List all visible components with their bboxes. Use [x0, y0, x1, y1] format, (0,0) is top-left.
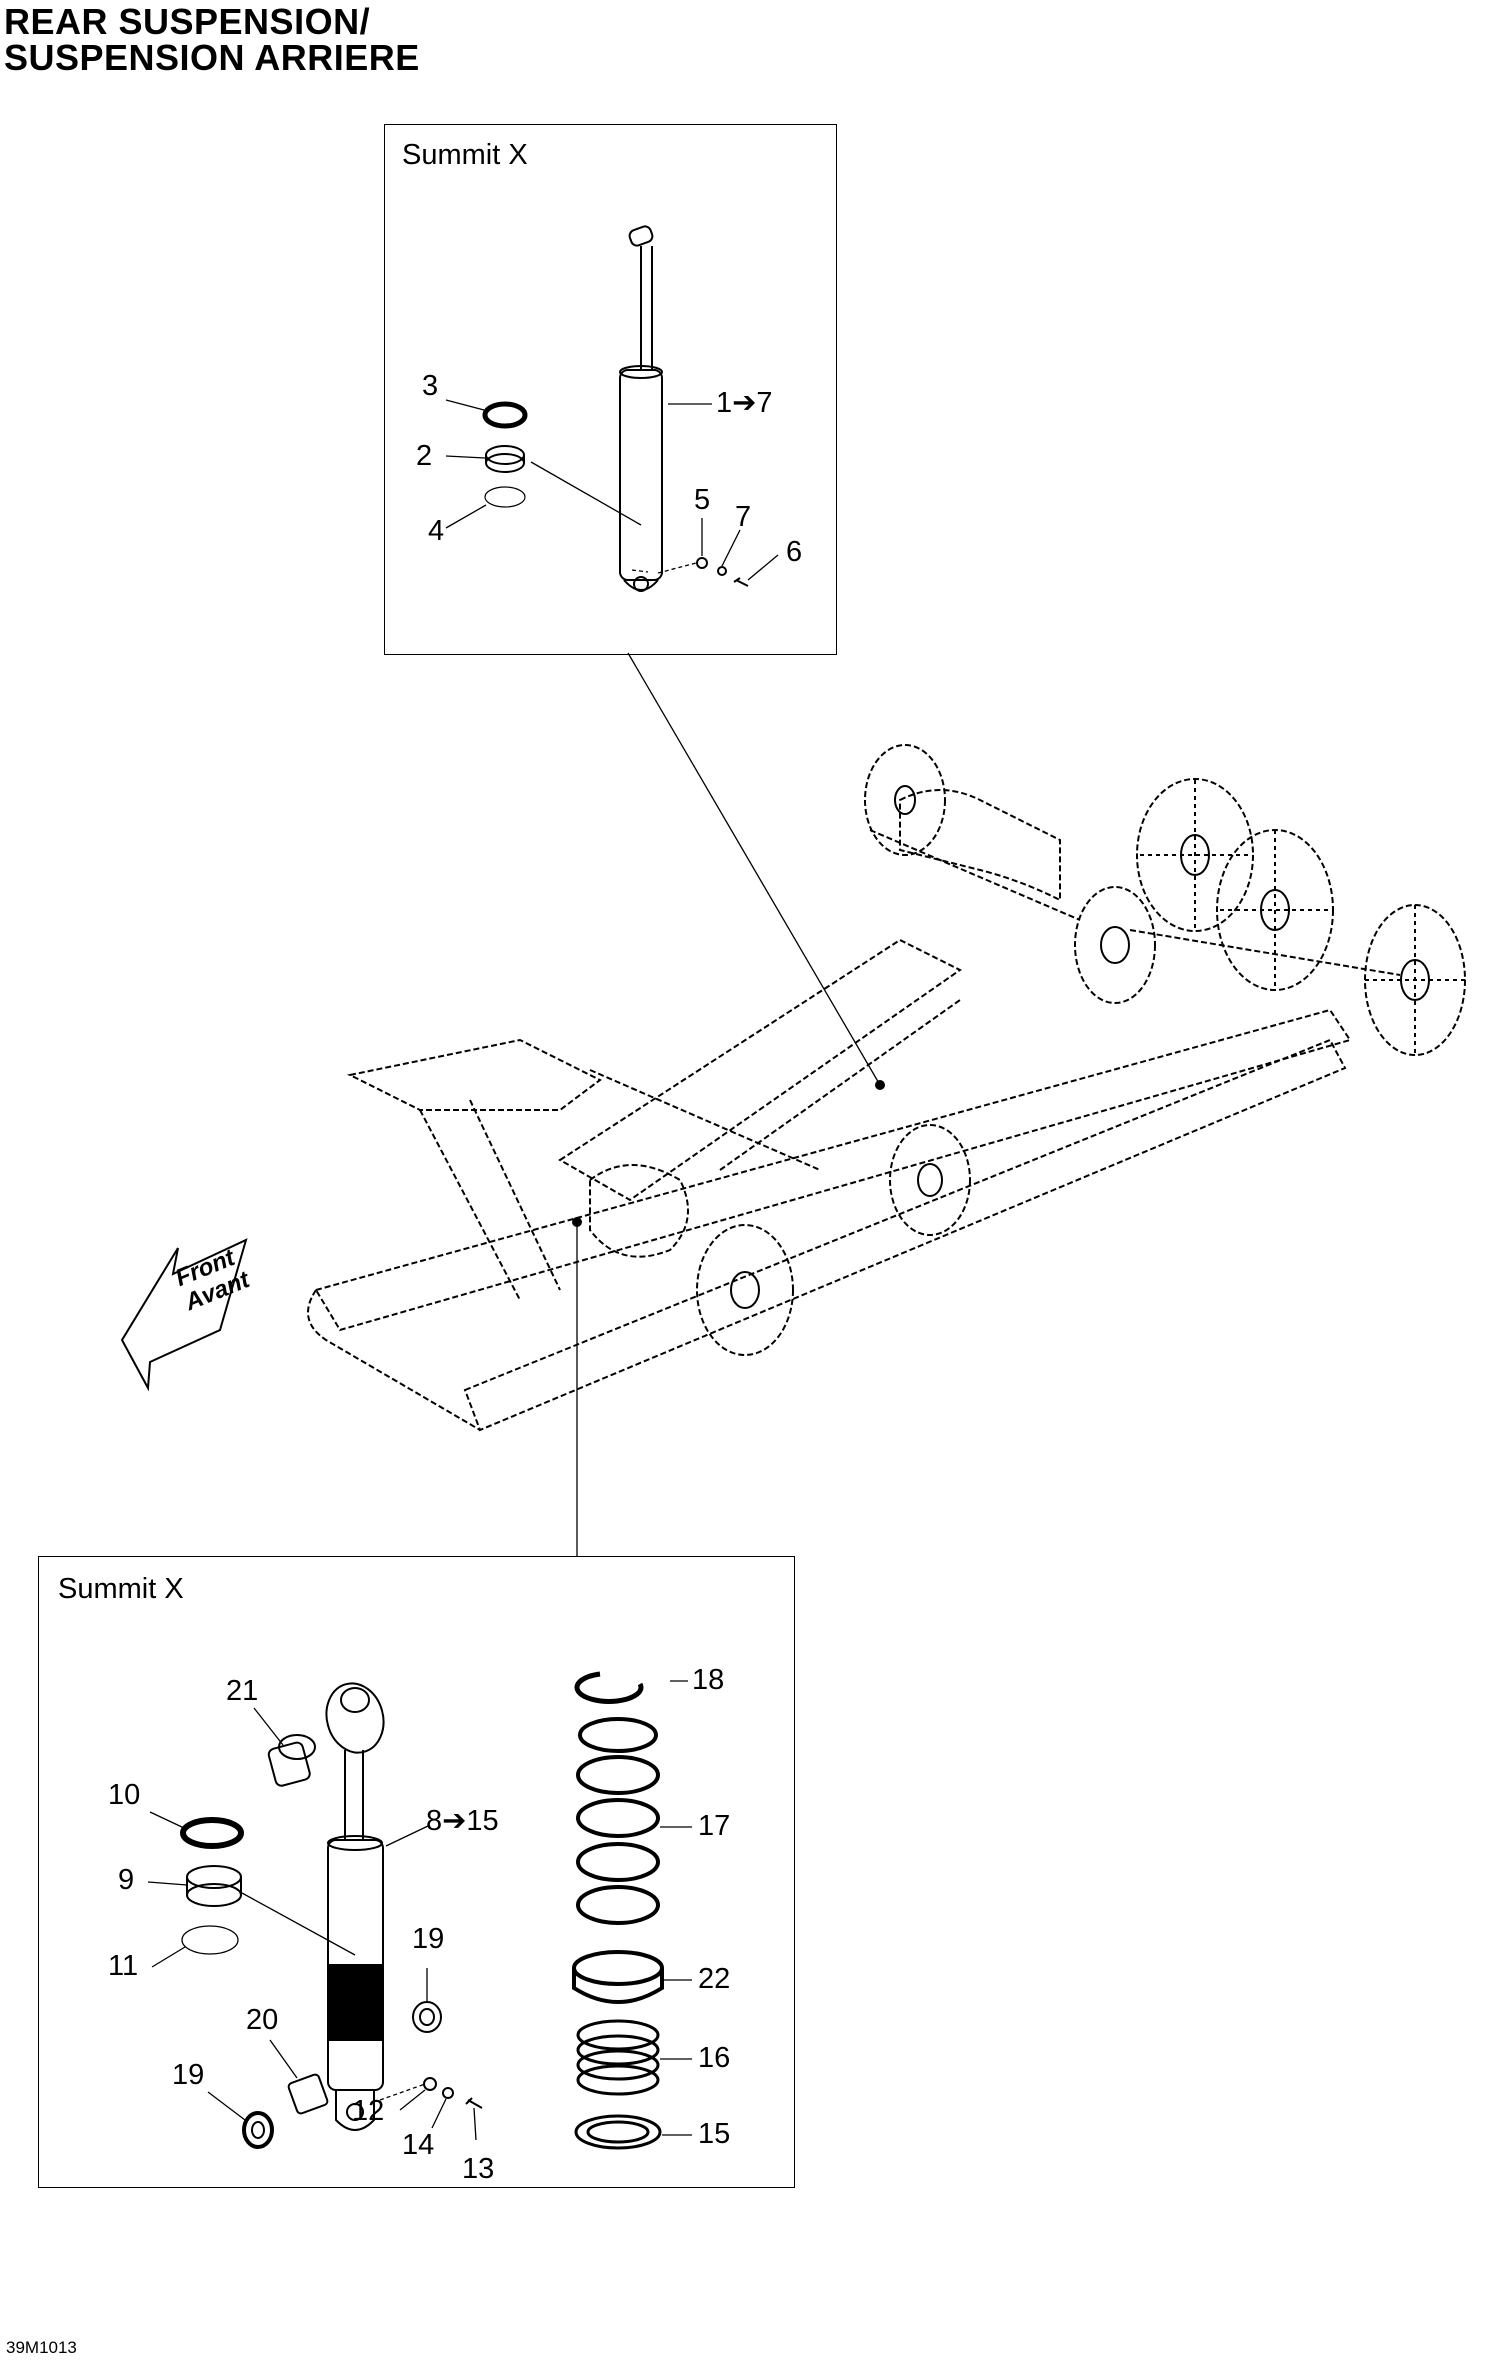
rear-wheel-1 — [864, 744, 946, 856]
upper-shock-absorber — [619, 225, 663, 592]
callout-4: 4 — [428, 515, 445, 547]
callout-5: 5 — [694, 484, 711, 516]
coil-spring-17 — [576, 1717, 660, 1925]
adjuster-ring-16 — [576, 2019, 660, 2096]
lower-spacer-20 — [287, 2073, 329, 2115]
lower-bushing-9 — [186, 1865, 242, 1907]
callout-13: 13 — [462, 2153, 495, 2185]
spring-retainer-22 — [572, 1950, 664, 2004]
upper-panel-label: Summit X — [402, 139, 528, 171]
idler-wheel-front — [696, 1224, 794, 1356]
lower-inset-panel — [38, 1556, 795, 2188]
callout-21: 21 — [226, 1675, 259, 1707]
front-direction-arrow — [120, 1238, 248, 1392]
callout-9: 9 — [118, 1864, 135, 1896]
lower-washer-14 — [442, 2087, 454, 2099]
upper-bushing-2 — [485, 445, 525, 473]
callout-6: 6 — [786, 536, 803, 568]
callout-7: 7 — [735, 501, 752, 533]
title-line-french: SUSPENSION ARRIERE — [4, 37, 420, 78]
rear-wheel-3 — [1136, 778, 1254, 932]
callout-22: 22 — [698, 1963, 731, 1995]
upper-inset-panel — [384, 124, 837, 655]
lower-bushing-19-upper — [412, 2001, 442, 2033]
diagram-code: 39M1013 — [6, 2338, 77, 2357]
rear-suspension-assembly — [307, 789, 1401, 1432]
callout-19-lower: 19 — [172, 2059, 205, 2091]
idler-wheel-middle — [889, 1124, 971, 1236]
callout-20: 20 — [246, 2004, 279, 2036]
rear-wheel-5 — [1364, 904, 1466, 1056]
lower-bolt-13 — [465, 2097, 483, 2109]
upper-nut-5 — [696, 557, 708, 569]
callout-14: 14 — [402, 2129, 435, 2161]
callout-8-15: 8➔15 — [426, 1805, 499, 1837]
lower-shock-absorber — [325, 1682, 385, 2131]
callout-10: 10 — [108, 1779, 141, 1811]
lower-bushing-21 — [267, 1734, 316, 1787]
callout-1-7: 1➔7 — [716, 387, 773, 419]
lower-o-ring-10 — [180, 1817, 244, 1849]
callout-15: 15 — [698, 2118, 731, 2150]
callout-19-upper: 19 — [412, 1923, 445, 1955]
lock-ring-15 — [574, 2114, 662, 2150]
rear-wheel-2 — [1074, 886, 1156, 1004]
rear-wheel-4 — [1216, 829, 1334, 991]
callout-3: 3 — [422, 370, 439, 402]
callout-12: 12 — [352, 2095, 385, 2127]
lower-bushing-19-lower — [242, 2111, 274, 2149]
diagram-title: REAR SUSPENSION/ SUSPENSION ARRIERE — [4, 4, 420, 76]
callout-18: 18 — [692, 1664, 725, 1696]
callout-17: 17 — [698, 1810, 731, 1842]
callout-16: 16 — [698, 2042, 731, 2074]
lower-nut-12 — [423, 2077, 437, 2091]
upper-o-ring-3 — [482, 401, 528, 429]
upper-washer-7 — [717, 566, 727, 576]
title-line-english: REAR SUSPENSION/ — [4, 1, 371, 42]
upper-bolt-6 — [733, 577, 749, 587]
callout-2: 2 — [416, 440, 433, 472]
lower-panel-label: Summit X — [58, 1573, 184, 1605]
upper-washer-4 — [484, 486, 526, 508]
callout-11: 11 — [108, 1950, 139, 1982]
lower-washer-11 — [181, 1925, 239, 1955]
spring-clip-18 — [574, 1671, 644, 1704]
